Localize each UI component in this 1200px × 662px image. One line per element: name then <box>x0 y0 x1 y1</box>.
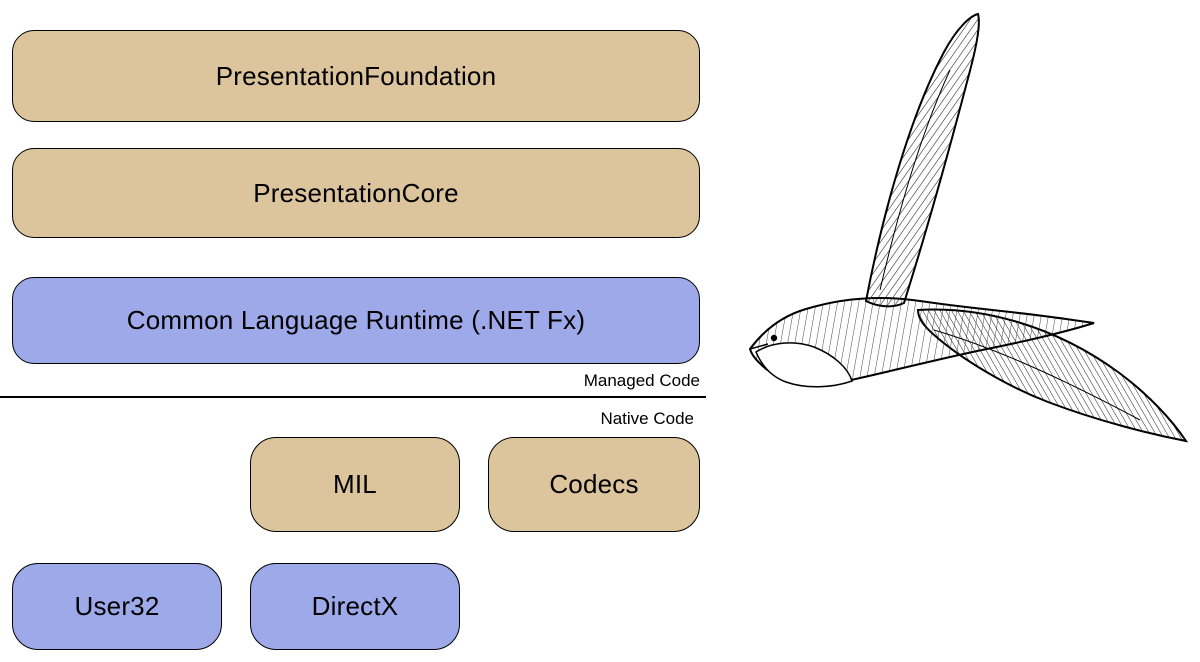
managed-code-label: Managed Code <box>583 371 700 390</box>
box-user32: User32 <box>12 563 222 650</box>
bird-beak <box>749 343 769 350</box>
bird-white-breast <box>755 342 853 388</box>
box-codecs: Codecs <box>488 437 700 532</box>
box-presentation-core: PresentationCore <box>12 148 700 238</box>
bird-upper-wing <box>864 12 980 308</box>
box-presentation-foundation: PresentationFoundation <box>12 30 700 122</box>
bird-upper-wing-feather-line <box>879 69 951 291</box>
native-code-label: Native Code <box>600 409 694 428</box>
managed-native-divider-line <box>0 396 706 398</box>
box-common-language-runtime: Common Language Runtime (.NET Fx) <box>12 277 700 364</box>
swift-bird-illustration <box>748 12 1189 443</box>
box-directx: DirectX <box>250 563 460 650</box>
box-mil: MIL <box>250 437 460 532</box>
bird-eye <box>770 334 778 342</box>
